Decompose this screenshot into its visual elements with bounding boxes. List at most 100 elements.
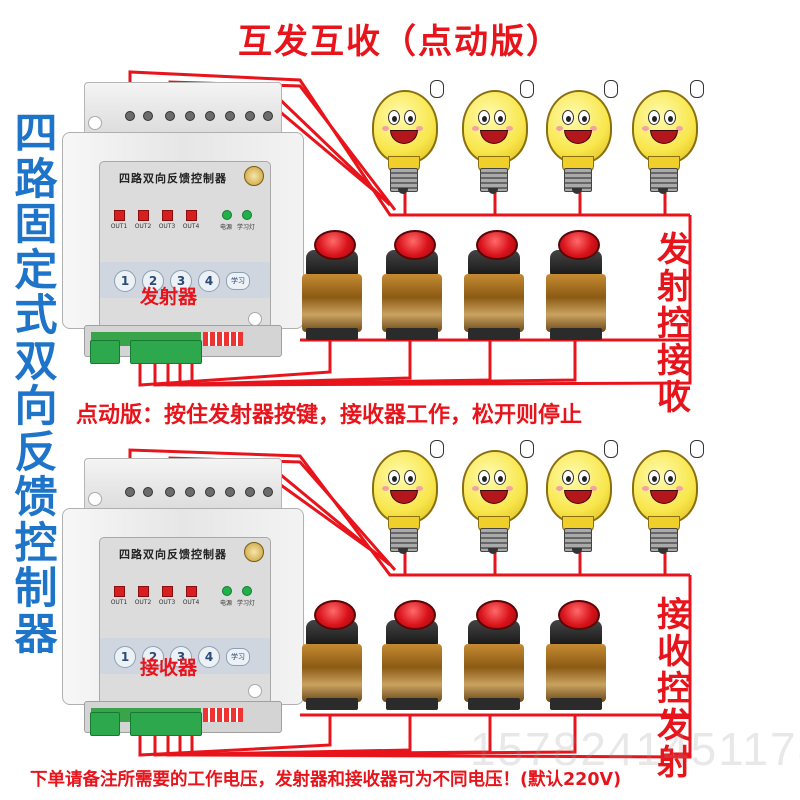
bulb-cheek [506,126,513,131]
output-label: OUT3 [158,223,176,230]
bulb-cheek [556,486,563,491]
bulb-eye [404,470,416,485]
side-label-char: 接 [657,341,691,381]
bulb-pupil [498,116,503,122]
bulb-tip [572,548,582,554]
mounting-hole [248,312,262,326]
module-body: 四路双向反馈控制器 OUT1 OUT2 OUT3 OUT4 电源 学习灯 1 2… [62,508,304,705]
receiver-module: 四路双向反馈控制器 OUT1 OUT2 OUT3 OUT4 电源 学习灯 1 2… [62,458,304,758]
bulb-pupil [652,476,657,482]
pointing-hand-icon [430,80,444,98]
push-button-icon [462,600,526,718]
light-bulb-icon [456,440,536,570]
watermark: 15782414511789 [470,723,800,775]
light-bulb-icon [626,80,706,210]
button-base [386,328,438,340]
signal-terminal-block [130,340,202,364]
power-indicator [222,586,232,596]
bulb-cheek [416,486,423,491]
button-base [306,328,358,340]
channel-button-3[interactable]: 3 [170,646,192,668]
bulb-cheek [642,126,649,131]
bulb-eye [562,470,574,485]
button-base [306,698,358,710]
button-red-cap [476,230,518,260]
push-button-icon [300,230,364,348]
indicator-label: 学习灯 [236,600,255,607]
pointing-hand-icon [604,440,618,458]
output-led-1 [114,210,125,221]
vertical-title-char: 反 [14,427,58,478]
push-button-icon [462,230,526,348]
button-base [386,698,438,710]
order-note: 下单请备注所需要的工作电压，发射器和接收器可为不同电压！(默认220V) [30,770,622,790]
side-label-char: 射 [657,743,691,783]
channel-button-2[interactable]: 2 [142,646,164,668]
side-label-char: 收 [657,378,691,418]
pointing-hand-icon [520,80,534,98]
bulb-pupil [392,476,397,482]
output-led-1 [114,586,125,597]
channel-button-3[interactable]: 3 [170,270,192,292]
bulb-pupil [408,476,413,482]
output-led-2 [138,586,149,597]
signal-terminal-block [130,712,202,736]
terminal-screw [245,111,255,121]
bulb-cheek [382,126,389,131]
button-contact-block [546,274,606,332]
bulb-pupil [392,116,397,122]
button-red-cap [314,600,356,630]
channel-button-1[interactable]: 1 [114,646,136,668]
button-base [550,328,602,340]
channel-button-4[interactable]: 4 [198,646,220,668]
bulb-tip [572,188,582,194]
vertical-title-char: 馈 [14,473,58,523]
bulb-cheek [590,486,597,491]
bulb-cheek [676,486,683,491]
bulb-eye [494,110,506,125]
side-label-char: 发 [657,706,691,746]
vertical-title-char: 定 [14,245,58,296]
terminal-screw [143,487,153,497]
bulb-eye [648,110,660,125]
push-button-icon [380,230,444,348]
terminal-screw [205,487,215,497]
channel-button-4[interactable]: 4 [198,270,220,292]
learn-button[interactable]: 学习 [226,648,250,666]
output-led-3 [162,586,173,597]
button-red-cap [476,600,518,630]
module-panel: 四路双向反馈控制器 OUT1 OUT2 OUT3 OUT4 电源 学习灯 1 2… [99,161,271,329]
vertical-title-char: 固 [14,200,58,250]
side-label-upper: 发射控接收 [652,232,696,417]
bulb-eye [478,110,490,125]
vertical-title-char: 向 [14,382,58,432]
terminal-screw [125,487,135,497]
button-red-cap [394,600,436,630]
output-label: OUT1 [110,599,128,606]
bulb-cheek [676,126,683,131]
power-terminal-block [90,712,120,736]
output-label: OUT2 [134,599,152,606]
bulb-eye [388,110,400,125]
output-led-4 [186,210,197,221]
terminal-screw [143,111,153,121]
bulb-pupil [582,476,587,482]
bulb-pupil [668,476,673,482]
side-label-char: 射 [657,267,691,307]
side-label-lower: 接收控发射 [652,597,696,782]
bulb-eye [494,470,506,485]
bulb-eye [578,110,590,125]
channel-button-2[interactable]: 2 [142,270,164,292]
channel-button-1[interactable]: 1 [114,270,136,292]
bulb-tip [398,548,408,554]
bulb-pupil [652,116,657,122]
side-label-char: 收 [657,632,691,672]
antenna-connector-icon [244,166,264,186]
bulb-eye [388,470,400,485]
bulb-cheek [472,486,479,491]
bulb-cheek [506,486,513,491]
button-base [468,328,520,340]
learn-button[interactable]: 学习 [226,272,250,290]
terminal-screw [225,487,235,497]
mounting-hole [248,684,262,698]
